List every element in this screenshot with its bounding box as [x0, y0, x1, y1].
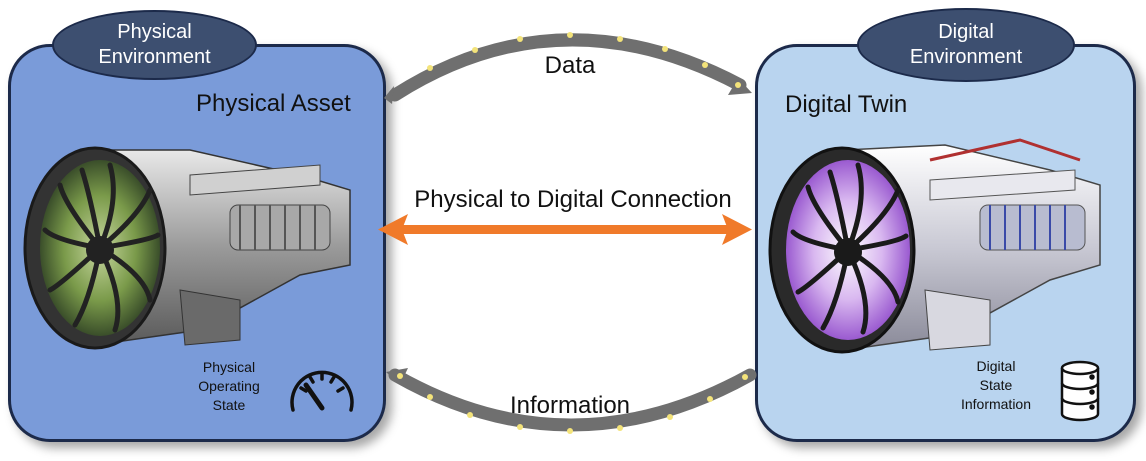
digital-environment-badge: Digital Environment: [857, 8, 1075, 82]
gauge-icon: [290, 370, 354, 412]
physical-digital-connection-arrow: [378, 214, 752, 245]
digital-env-line2: Environment: [909, 46, 1023, 68]
physical-env-line2: Environment: [98, 46, 211, 68]
digital-state-line1: Digital: [976, 358, 1016, 374]
digital-state-line2: State: [979, 377, 1013, 393]
connection-label: Physical to Digital Connection: [414, 186, 732, 213]
data-flow-arrow: [384, 32, 752, 104]
information-flow-arrow: [386, 368, 757, 434]
information-flow-label: Information: [509, 392, 631, 419]
digital-twin-title: Digital Twin: [785, 91, 908, 118]
digital-state-information-label: Digital State Information: [950, 357, 1042, 414]
database-icon: [1060, 360, 1100, 422]
physical-environment-badge: Physical Environment: [52, 10, 257, 80]
physical-asset-title: Physical Asset: [196, 90, 351, 117]
digital-env-line1: Digital: [938, 21, 994, 43]
physical-state-line3: State: [212, 397, 246, 413]
physical-state-line1: Physical: [202, 359, 256, 375]
physical-env-line1: Physical: [117, 21, 192, 43]
jet-engine-icon: [23, 146, 351, 350]
physical-state-line2: Operating: [198, 378, 260, 394]
jet-engine-twin-icon: [768, 138, 1101, 354]
digital-state-line3: Information: [960, 396, 1032, 412]
data-flow-label: Data: [544, 52, 596, 79]
physical-operating-state-label: Physical Operating State: [194, 358, 264, 415]
